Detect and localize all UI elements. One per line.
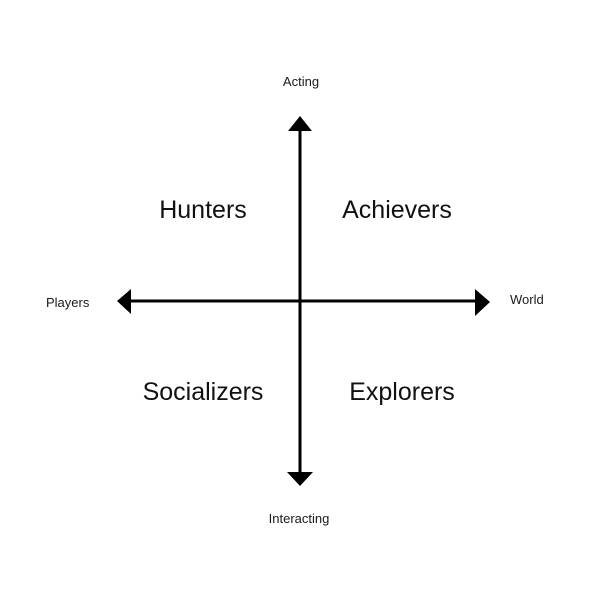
arrow-up-icon (288, 116, 312, 131)
arrow-down-icon (287, 472, 313, 486)
arrow-right-icon (475, 289, 490, 316)
axis-label-left: Players (46, 295, 90, 310)
quadrant-label-socializers: Socializers (142, 378, 264, 406)
axis-label-bottom: Interacting (268, 511, 330, 526)
axis-label-top: Acting (282, 74, 320, 89)
quadrant-label-achievers: Achievers (342, 196, 452, 224)
arrow-left-icon (117, 289, 131, 314)
quadrant-label-explorers: Explorers (349, 378, 455, 406)
quadrant-label-hunters: Hunters (159, 196, 247, 224)
axis-label-right: World (510, 292, 544, 307)
